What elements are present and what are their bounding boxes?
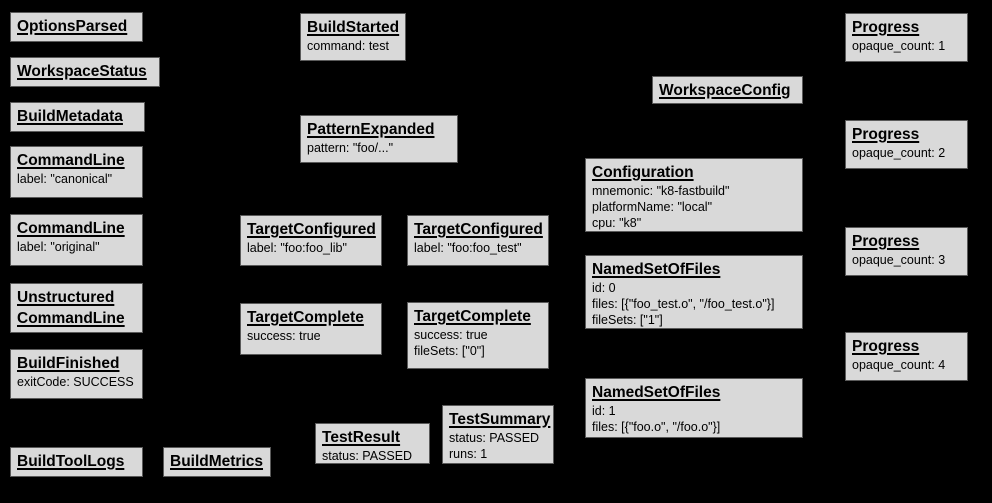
node-title: Unstructured CommandLine [17, 289, 125, 327]
node-title: TargetConfigured [414, 221, 543, 238]
node-command-line-canonical: CommandLine label: "canonical" [10, 146, 143, 198]
node-target-configured-foo-lib: TargetConfigured label: "foo:foo_lib" [240, 215, 382, 266]
node-named-set-of-files-0: NamedSetOfFiles id: 0 files: [{"foo_test… [585, 255, 803, 329]
node-detail-line: label: "canonical" [17, 172, 113, 186]
node-detail-line: id: 1 [592, 404, 616, 418]
node-detail-line: id: 0 [592, 281, 616, 295]
node-detail-line: success: true [414, 328, 488, 342]
node-workspace-config: WorkspaceConfig [652, 76, 803, 104]
node-detail-line: success: true [247, 329, 321, 343]
node-title: BuildMetadata [17, 108, 123, 125]
node-detail-line: opaque_count: 1 [852, 39, 946, 53]
node-title: BuildMetrics [170, 453, 264, 470]
node-test-result: TestResult status: PASSED [315, 423, 430, 464]
node-detail-line: opaque_count: 3 [852, 253, 946, 267]
node-configuration: Configuration mnemonic: "k8-fastbuild" p… [585, 158, 803, 232]
node-build-started: BuildStarted command: test [300, 13, 406, 61]
node-detail-line: files: [{"foo.o", "/foo.o"}] [592, 420, 721, 434]
node-progress-4: Progress opaque_count: 4 [845, 332, 968, 381]
node-title: NamedSetOfFiles [592, 261, 721, 278]
node-detail-line: exitCode: SUCCESS [17, 375, 134, 389]
node-build-metrics: BuildMetrics [163, 447, 271, 477]
node-detail-line: status: PASSED [449, 431, 540, 445]
node-title: CommandLine [17, 152, 125, 169]
node-command-line-original: CommandLine label: "original" [10, 214, 143, 266]
node-title: PatternExpanded [307, 121, 435, 138]
node-detail-line: mnemonic: "k8-fastbuild" [592, 184, 730, 198]
node-detail-line: status: PASSED [322, 449, 413, 463]
node-detail-line: platformName: "local" [592, 200, 713, 214]
node-progress-2: Progress opaque_count: 2 [845, 120, 968, 169]
node-detail-line: fileSets: ["1"] [592, 313, 663, 327]
node-detail-line: opaque_count: 4 [852, 358, 946, 372]
node-progress-1: Progress opaque_count: 1 [845, 13, 968, 62]
node-title: BuildFinished [17, 355, 120, 372]
node-title: Progress [852, 126, 920, 143]
node-title: BuildStarted [307, 19, 400, 36]
node-detail-line: opaque_count: 2 [852, 146, 946, 160]
node-title: TargetComplete [414, 308, 531, 325]
node-options-parsed: OptionsParsed [10, 12, 143, 42]
node-detail-line: fileSets: ["0"] [414, 344, 485, 358]
node-detail-line: files: [{"foo_test.o", "/foo_test.o"}] [592, 297, 775, 311]
node-workspace-status: WorkspaceStatus [10, 57, 160, 87]
node-title: CommandLine [17, 220, 125, 237]
node-pattern-expanded: PatternExpanded pattern: "foo/..." [300, 115, 458, 163]
node-unstructured-command-line: Unstructured CommandLine [10, 283, 143, 333]
node-title: WorkspaceStatus [17, 63, 147, 80]
node-test-summary: TestSummary status: PASSED runs: 1 [442, 405, 554, 464]
node-title: OptionsParsed [17, 18, 128, 35]
node-title: NamedSetOfFiles [592, 384, 721, 401]
node-title: WorkspaceConfig [659, 82, 791, 99]
node-title: BuildToolLogs [17, 453, 125, 470]
node-detail-line: label: "foo:foo_lib" [247, 241, 347, 255]
node-target-complete-foo-test: TargetComplete success: true fileSets: [… [407, 302, 549, 369]
node-title: Progress [852, 338, 920, 355]
node-title: TargetConfigured [247, 221, 376, 238]
node-build-tool-logs: BuildToolLogs [10, 447, 143, 477]
node-title: TestResult [322, 429, 401, 446]
node-detail-line: label: "foo:foo_test" [414, 241, 522, 255]
node-title: Progress [852, 19, 920, 36]
node-detail-line: label: "original" [17, 240, 100, 254]
node-build-metadata: BuildMetadata [10, 102, 145, 132]
node-target-complete-foo-lib: TargetComplete success: true [240, 303, 382, 355]
node-progress-3: Progress opaque_count: 3 [845, 227, 968, 276]
node-named-set-of-files-1: NamedSetOfFiles id: 1 files: [{"foo.o", … [585, 378, 803, 438]
node-detail-line: command: test [307, 39, 389, 53]
node-detail-line: runs: 1 [449, 447, 488, 461]
node-title: TargetComplete [247, 309, 364, 326]
node-build-finished: BuildFinished exitCode: SUCCESS [10, 349, 143, 399]
node-title: TestSummary [449, 411, 551, 428]
node-title: Configuration [592, 164, 694, 181]
node-target-configured-foo-test: TargetConfigured label: "foo:foo_test" [407, 215, 549, 266]
node-title: Progress [852, 233, 920, 250]
node-detail-line: cpu: "k8" [592, 216, 642, 230]
node-detail-line: pattern: "foo/..." [307, 141, 394, 155]
